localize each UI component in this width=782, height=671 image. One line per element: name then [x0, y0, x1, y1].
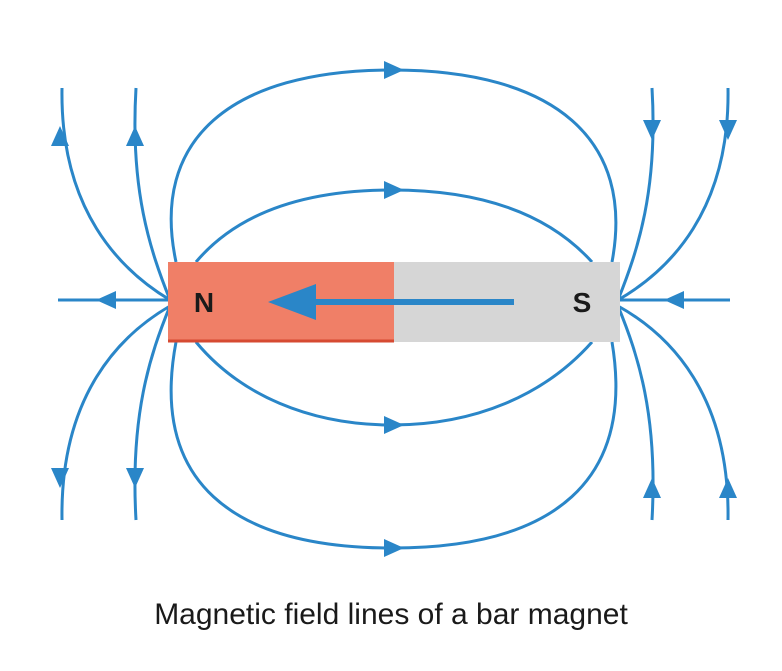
field-line-south-outer-top	[617, 87, 730, 302]
field-line-outer-bottom	[169, 341, 618, 550]
arrow-north-outer-up	[51, 126, 69, 146]
arrow-north-outer-down	[51, 468, 69, 488]
field-line-north-inner-down	[133, 305, 172, 521]
internal-field-arrowhead	[268, 284, 316, 320]
arrow-south-inner-bottom	[643, 478, 661, 498]
arrow-south-inner-top	[643, 120, 661, 140]
arrow-inner-bottom	[384, 416, 404, 434]
arrow-inner-top	[384, 181, 404, 199]
arrow-north-inner-down	[126, 468, 144, 488]
field-line-north-inner-up	[133, 87, 172, 301]
arrow-south-outer-top	[719, 120, 737, 140]
arrow-south-horizontal	[664, 291, 684, 309]
north-label: N	[194, 287, 214, 318]
diagram-caption: Magnetic field lines of a bar magnet	[154, 598, 628, 631]
arrow-outer-bottom	[384, 539, 404, 557]
field-line-outer-top	[169, 68, 618, 263]
field-line-south-inner-top	[616, 87, 655, 301]
field-line-inner-top	[194, 188, 594, 264]
field-line-north-outer-down	[60, 304, 171, 521]
arrow-north-inner-up	[126, 126, 144, 146]
arrow-outer-top	[384, 61, 404, 79]
field-line-south-outer-bottom	[617, 304, 730, 521]
south-label: S	[573, 287, 592, 318]
field-line-north-outer-up	[60, 87, 171, 302]
field-line-inner-bottom	[194, 341, 594, 427]
arrow-south-outer-bottom	[719, 478, 737, 498]
arrow-north-horizontal	[96, 291, 116, 309]
